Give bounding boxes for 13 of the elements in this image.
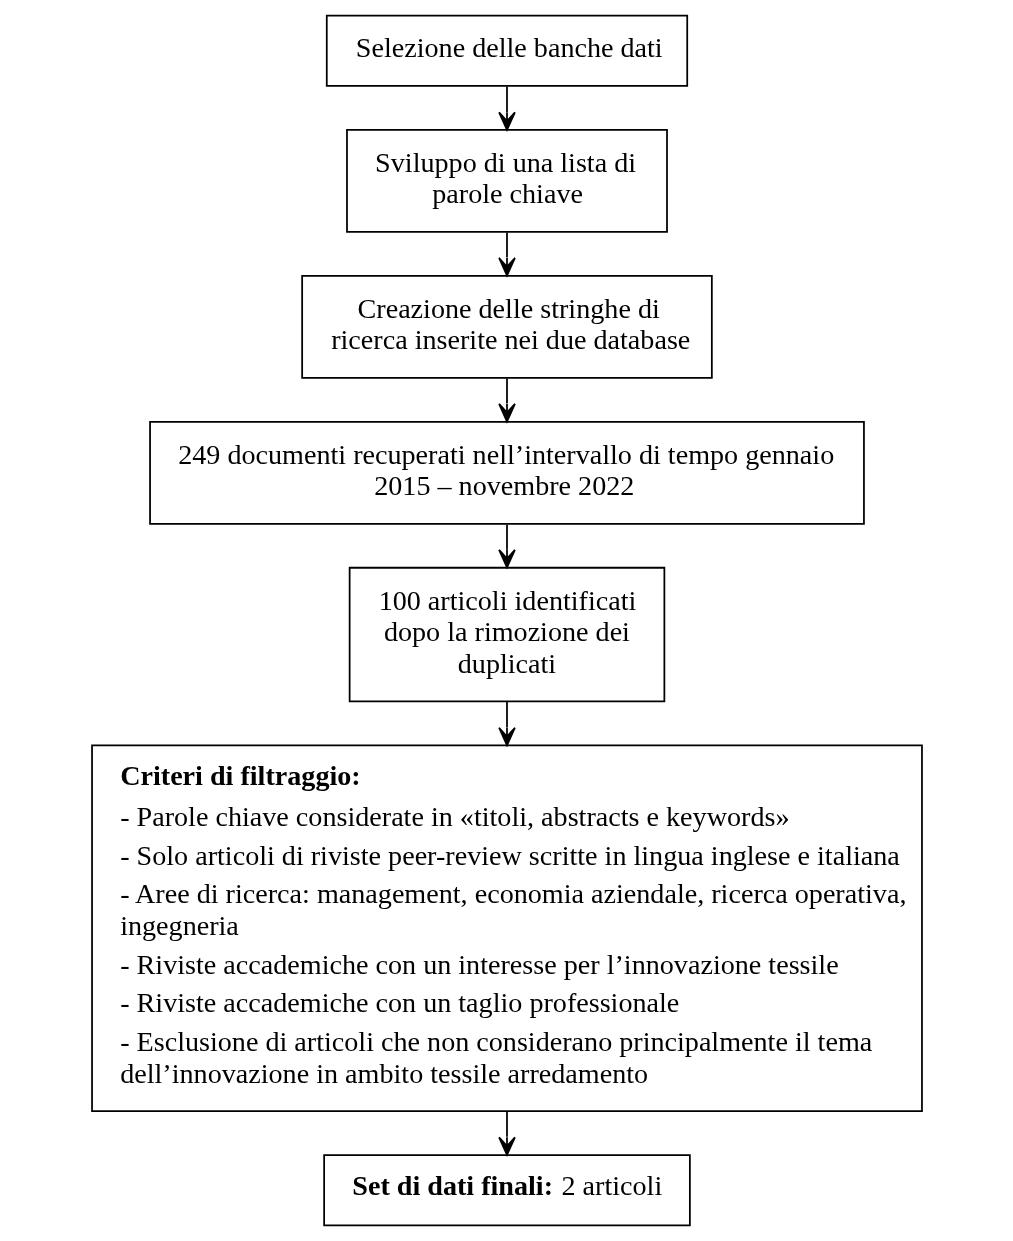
node-box: Selezione delle banche dati (325, 14, 688, 87)
node-box: Criteri di filtraggio: - Parole chiave considerate in «titoli, abstracts e keywords» - Solo articoli di riviste peer-review scritte in lingua inglese e italiana - Aree di ricerca: management, economia aziendale, ricerca operativa, ingegneria - Riviste accademiche con un interesse per l’innovazione tessile - Riviste accademiche con un taglio professionale - Esclusione di articoli che non considerano principalmente il tema dell’innovazione in ambito tessile arredamento (90, 744, 923, 1112)
arrow (497, 377, 516, 423)
node-box: 100 articoli identificati dopo la rimozione dei duplicati (348, 566, 665, 703)
node-box: Set di dati finali: 2 articoli (322, 1154, 691, 1227)
arrow (497, 700, 516, 747)
arrow (497, 1110, 516, 1156)
node-box: 249 documenti recuperati nell’intervallo di tempo gennaio 2015 – novembre 2022 (148, 420, 865, 525)
arrow (497, 85, 516, 131)
node-box: Sviluppo di una lista di parole chiave (345, 129, 668, 233)
arrow (497, 523, 516, 569)
node-box: Creazione delle stringhe di ricerca inserite nei due database (300, 275, 713, 379)
arrow (497, 231, 516, 277)
